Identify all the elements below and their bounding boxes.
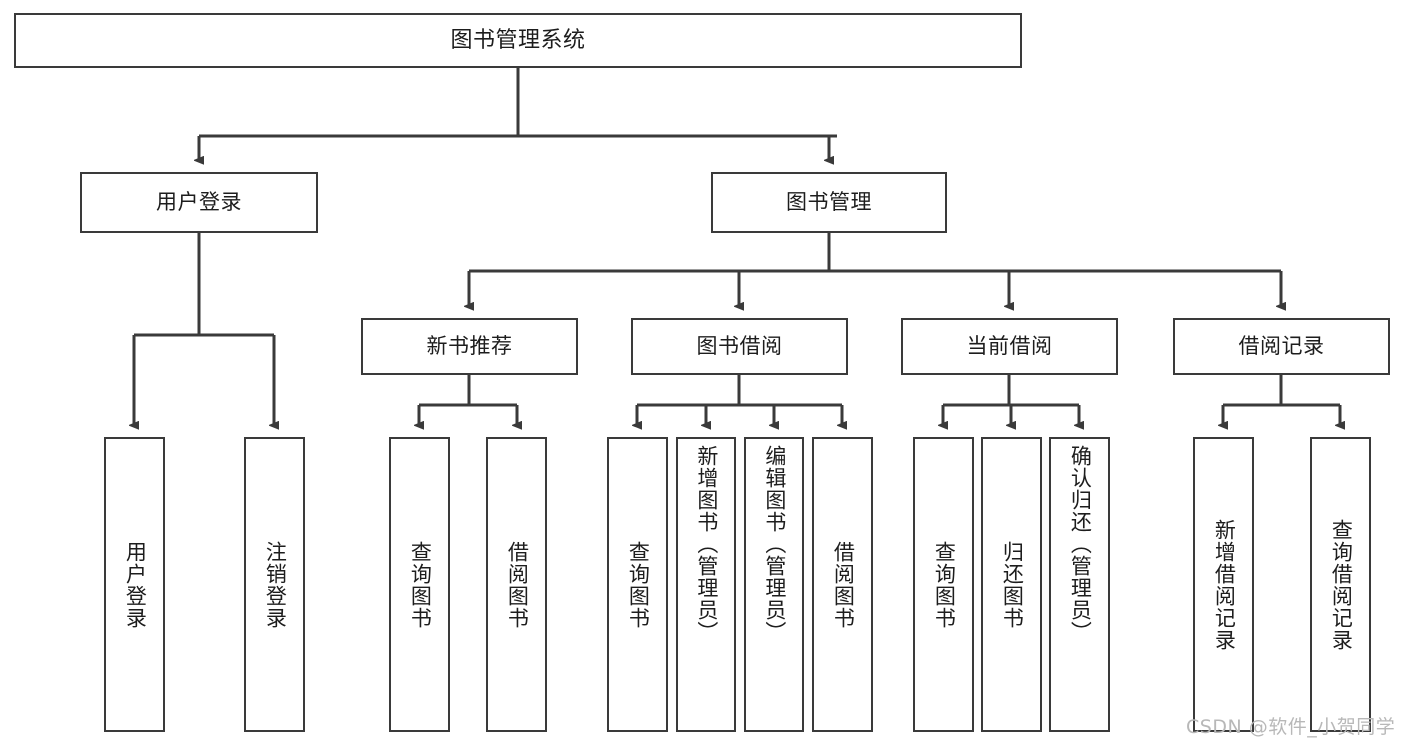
leaf-borrow-book-1[interactable]: 借阅图书	[486, 437, 547, 732]
node-label: 新增图书（管理员）	[694, 445, 719, 643]
node-label: 新书推荐	[426, 334, 513, 359]
node-label: 图书借阅	[696, 334, 783, 359]
leaf-confirm-return[interactable]: 确认归还（管理员）	[1049, 437, 1110, 732]
leaf-add-book[interactable]: 新增图书（管理员）	[676, 437, 736, 732]
node-label: 查询借阅记录	[1329, 518, 1354, 651]
node-label: 归还图书	[1000, 540, 1025, 629]
node-label: 图书管理系统	[450, 27, 586, 53]
leaf-query-book-1[interactable]: 查询图书	[389, 437, 450, 732]
leaf-return-book[interactable]: 归还图书	[981, 437, 1042, 732]
leaf-add-record[interactable]: 新增借阅记录	[1193, 437, 1254, 732]
node-borrow-record[interactable]: 借阅记录	[1173, 318, 1390, 375]
node-label: 图书管理	[786, 190, 872, 215]
node-label: 查询图书	[408, 540, 433, 629]
node-label: 查询图书	[626, 540, 651, 629]
node-label: 用户登录	[123, 540, 148, 629]
node-book-manage[interactable]: 图书管理	[711, 172, 947, 233]
leaf-logout-login[interactable]: 注销登录	[244, 437, 305, 732]
node-user-login[interactable]: 用户登录	[80, 172, 318, 233]
leaf-borrow-book-2[interactable]: 借阅图书	[812, 437, 873, 732]
node-label: 借阅记录	[1238, 334, 1325, 359]
node-label: 查询图书	[932, 540, 957, 629]
node-current-borrow[interactable]: 当前借阅	[901, 318, 1118, 375]
leaf-query-record[interactable]: 查询借阅记录	[1310, 437, 1371, 732]
node-label: 编辑图书（管理员）	[762, 445, 787, 643]
node-root-system[interactable]: 图书管理系统	[14, 13, 1022, 68]
node-new-book-recommend[interactable]: 新书推荐	[361, 318, 578, 375]
node-label: 确认归还（管理员）	[1068, 445, 1093, 643]
node-book-borrow[interactable]: 图书借阅	[631, 318, 848, 375]
leaf-edit-book[interactable]: 编辑图书（管理员）	[744, 437, 804, 732]
watermark-text: CSDN @软件_小贺同学	[1186, 716, 1396, 738]
node-label: 注销登录	[263, 540, 288, 629]
leaf-query-book-3[interactable]: 查询图书	[913, 437, 974, 732]
node-label: 借阅图书	[505, 540, 530, 629]
node-label: 当前借阅	[966, 334, 1053, 359]
node-label: 用户登录	[156, 190, 242, 215]
leaf-user-login[interactable]: 用户登录	[104, 437, 165, 732]
node-label: 新增借阅记录	[1212, 518, 1237, 651]
leaf-query-book-2[interactable]: 查询图书	[607, 437, 668, 732]
node-label: 借阅图书	[831, 540, 856, 629]
